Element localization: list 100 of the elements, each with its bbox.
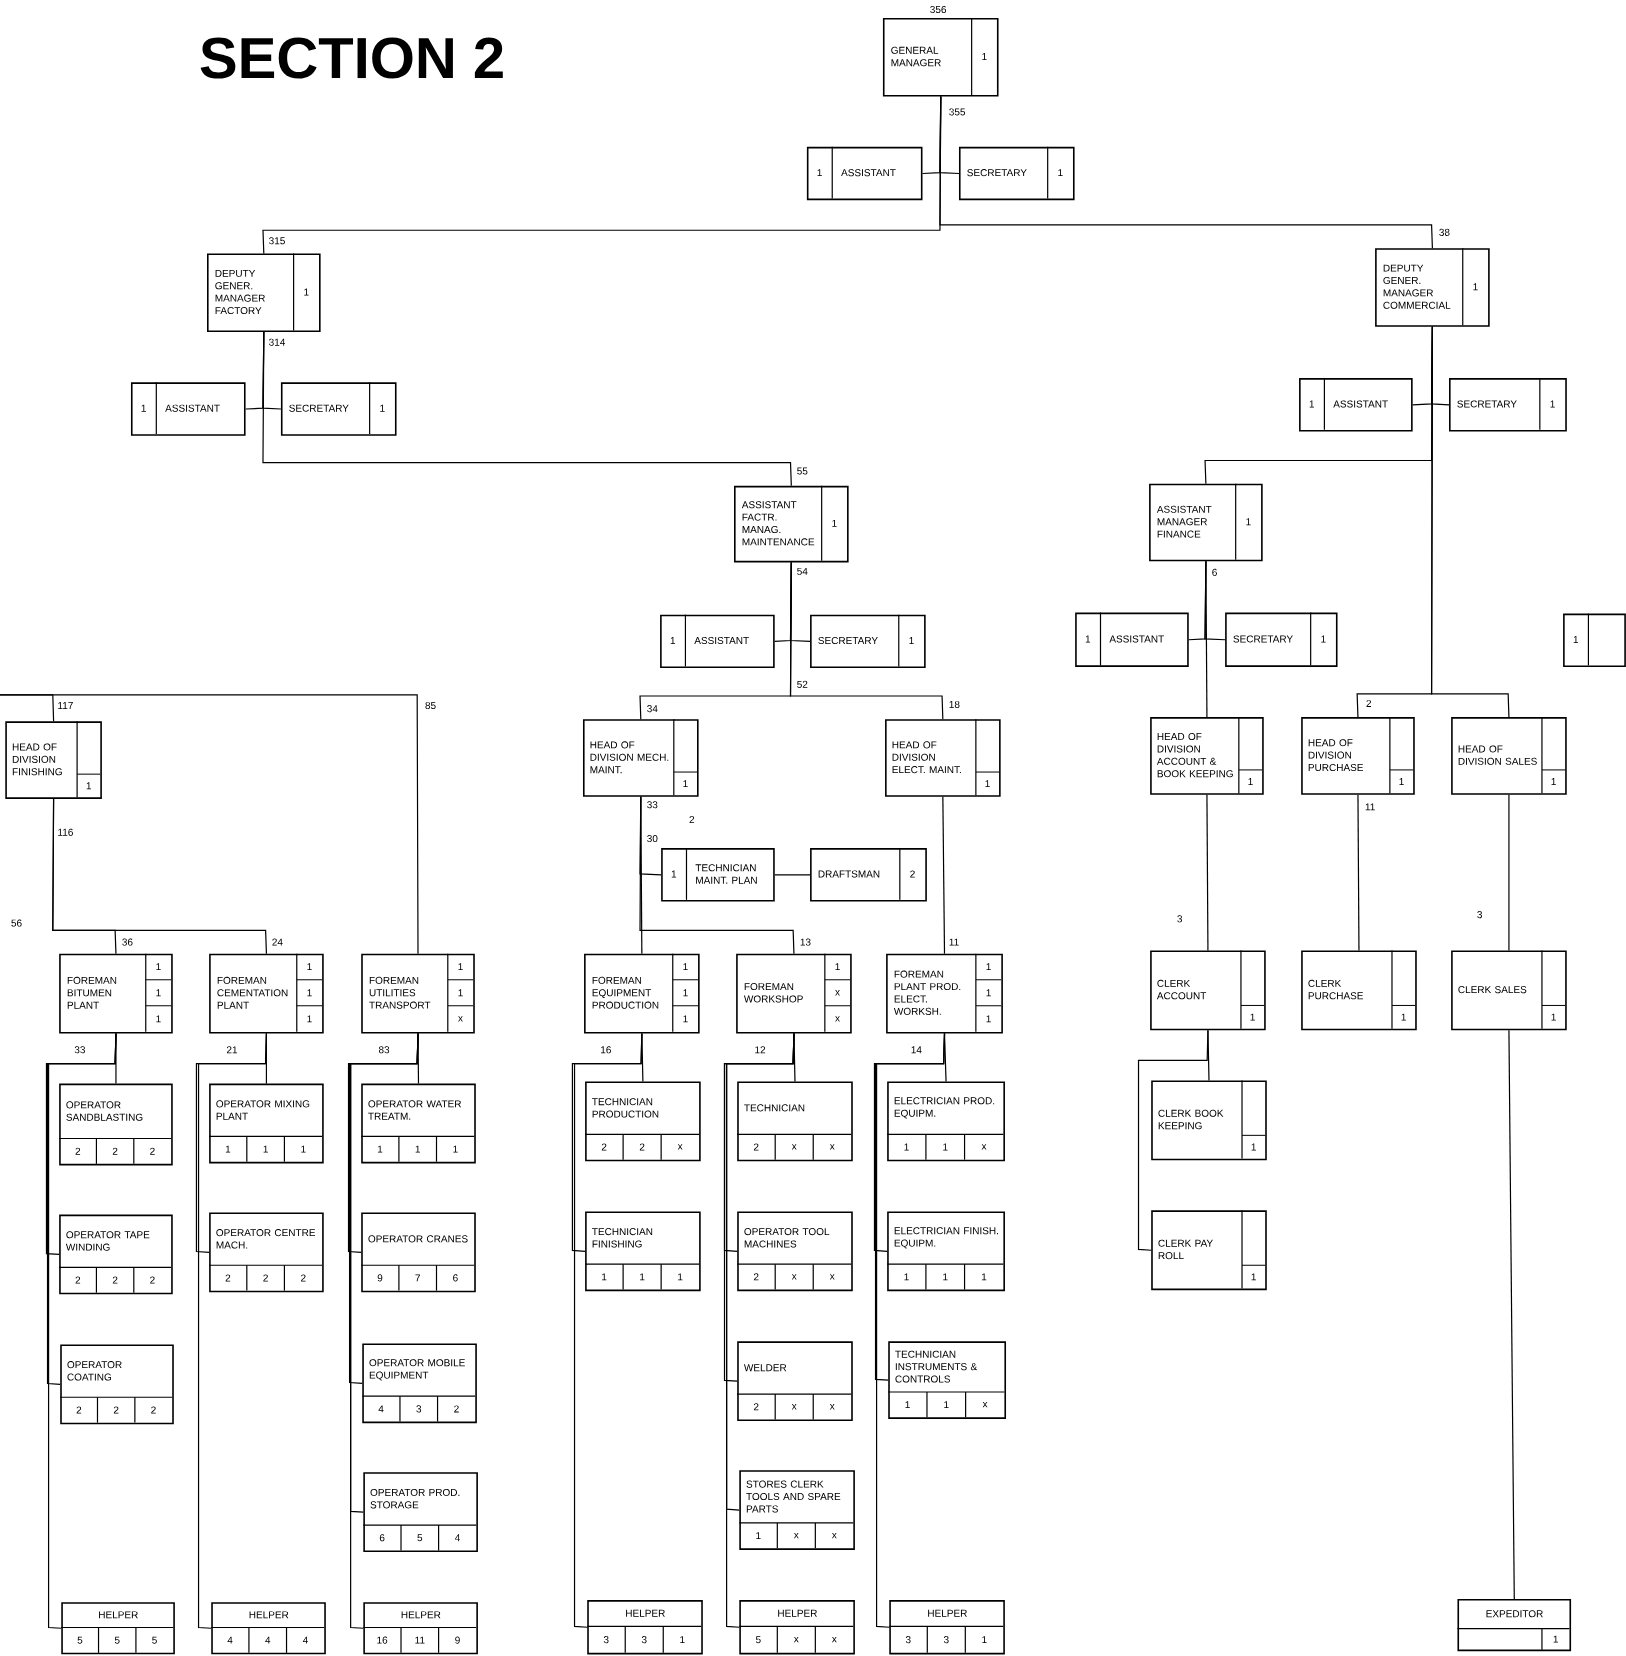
position-box: FOREMAN UTILITIES TRANSPORT 1 1 x bbox=[361, 953, 475, 1034]
count-label: 34 bbox=[646, 705, 658, 713]
position-box: HEAD OF DIVISION ACCOUNT & BOOK KEEPING 1 bbox=[1149, 716, 1264, 795]
count-label: 33 bbox=[74, 1046, 85, 1054]
connector-line bbox=[942, 796, 945, 955]
count-label: 24 bbox=[272, 938, 283, 946]
count-label: 38 bbox=[1439, 228, 1450, 236]
position-box: HELPER 5 x x bbox=[738, 1600, 855, 1655]
count-label: 33 bbox=[646, 801, 658, 809]
connector-line bbox=[773, 874, 811, 876]
count-label: 2 bbox=[1366, 699, 1371, 707]
count-label: 36 bbox=[122, 938, 133, 946]
position-box: ASSISTANT FACTR. MANAG. MAINTENANCE 1 bbox=[733, 485, 849, 563]
connector-line bbox=[939, 95, 1433, 249]
connector-line bbox=[639, 796, 795, 955]
position-box: HEAD OF DIVISION FINISHING 1 bbox=[5, 720, 102, 799]
position-box: FOREMAN WORKSHOP 1 x x bbox=[735, 953, 852, 1034]
position-box: OPERATOR COATING 2 2 2 bbox=[59, 1344, 174, 1425]
position-box: 1 ASSISTANT bbox=[1074, 611, 1189, 667]
count-label: 13 bbox=[800, 938, 811, 946]
position-box: 1 TECHNICIAN MAINT. PLAN bbox=[660, 847, 775, 902]
position-box: TECHNICIAN FINISHING 1 1 1 bbox=[584, 1211, 701, 1292]
count-label: 52 bbox=[796, 680, 808, 688]
count-label: 12 bbox=[755, 1046, 765, 1054]
position-box: FOREMAN BITUMEN PLANT 1 1 1 bbox=[58, 953, 173, 1034]
position-box: SECRETARY 1 bbox=[280, 381, 397, 436]
count-label: 314 bbox=[268, 338, 285, 346]
position-box: HEAD OF DIVISION ELECT. MAINT. 1 bbox=[884, 718, 1001, 797]
connector-line bbox=[262, 331, 792, 487]
count-label: 56 bbox=[11, 919, 22, 927]
position-box: HELPER 16 11 9 bbox=[362, 1602, 478, 1655]
position-box: OPERATOR PROD. STORAGE 6 5 4 bbox=[362, 1472, 478, 1553]
count-label: 14 bbox=[911, 1046, 922, 1054]
count-label: 55 bbox=[796, 467, 808, 475]
connector-line bbox=[349, 1032, 419, 1629]
connector-line bbox=[1508, 794, 1510, 952]
count-label: 11 bbox=[1365, 803, 1375, 811]
section-title: SECTION 2 bbox=[200, 37, 503, 79]
position-box: SECRETARY 1 bbox=[1224, 611, 1338, 667]
position-box: 1 ASSISTANT bbox=[659, 614, 775, 669]
position-box: HEAD OF DIVISION MECH. MAINT. 1 bbox=[582, 718, 699, 797]
connector-line bbox=[573, 1032, 643, 1628]
position-box: CLERK PAY ROLL 1 bbox=[1151, 1209, 1267, 1291]
connector-line bbox=[1205, 560, 1208, 718]
count-label: 83 bbox=[378, 1046, 389, 1054]
connector-line bbox=[1137, 1029, 1209, 1251]
position-box: GENERAL MANAGER 1 bbox=[882, 17, 999, 97]
position-box: HELPER 3 3 1 bbox=[888, 1600, 1005, 1655]
position-box: OPERATOR SANDBLASTING 2 2 2 bbox=[58, 1083, 173, 1166]
count-label: 3 bbox=[1477, 911, 1482, 919]
position-box: OPERATOR MIXING PLANT 1 1 1 bbox=[208, 1083, 324, 1164]
position-box: 1 ASSISTANT bbox=[806, 146, 923, 201]
position-box: STORES CLERK TOOLS AND SPARE PARTS 1 x x bbox=[738, 1470, 855, 1550]
position-box: DEPUTY GENER. MANAGER FACTORY 1 bbox=[206, 252, 321, 333]
position-box: CLERK PURCHASE 1 bbox=[1300, 949, 1417, 1031]
position-box: EXPEDITOR 1 bbox=[1456, 1599, 1571, 1652]
position-box: 1 bbox=[1562, 613, 1626, 667]
position-box: HEAD OF DIVISION PURCHASE 1 bbox=[1300, 716, 1415, 795]
position-box: HELPER 5 5 5 bbox=[60, 1602, 175, 1655]
position-box: FOREMAN CEMENTATION PLANT 1 1 1 bbox=[208, 953, 324, 1034]
position-box: SECRETARY 1 bbox=[1448, 377, 1567, 432]
position-box: DRAFTSMAN 2 bbox=[809, 847, 927, 902]
count-label: 6 bbox=[1212, 568, 1217, 576]
count-label: 11 bbox=[949, 938, 959, 946]
connector-line bbox=[0, 694, 419, 955]
count-label: 18 bbox=[949, 700, 960, 708]
connector-line bbox=[1508, 1029, 1515, 1600]
position-box: CLERK SALES 1 bbox=[1450, 949, 1567, 1031]
position-box: ELECTRICIAN PROD. EQUIPM. 1 1 x bbox=[886, 1081, 1005, 1162]
position-box: HELPER 4 4 4 bbox=[210, 1602, 326, 1655]
position-box: SECRETARY 1 bbox=[958, 146, 1075, 201]
position-box: CLERK BOOK KEEPING 1 bbox=[1151, 1079, 1267, 1161]
count-label: 16 bbox=[600, 1046, 611, 1054]
connector-line bbox=[47, 1032, 117, 1629]
position-box: TECHNICIAN PRODUCTION 2 2 x bbox=[584, 1081, 701, 1162]
count-label: 315 bbox=[268, 237, 285, 245]
count-label: 54 bbox=[796, 567, 808, 575]
connector-line bbox=[197, 1032, 267, 1629]
position-box: HELPER 3 3 1 bbox=[586, 1600, 703, 1655]
count-label: 30 bbox=[646, 835, 658, 843]
count-label: 116 bbox=[58, 828, 73, 836]
position-box: 1 ASSISTANT bbox=[130, 381, 246, 436]
position-box: OPERATOR CRANES 9 7 6 bbox=[360, 1212, 476, 1293]
connector-line bbox=[52, 798, 267, 955]
count-label: 21 bbox=[226, 1046, 237, 1054]
connector-line bbox=[1206, 794, 1209, 952]
count-label: 3 bbox=[1177, 915, 1182, 923]
connector-line bbox=[641, 1032, 644, 1083]
position-box: CLERK ACCOUNT 1 bbox=[1149, 949, 1266, 1031]
position-box: OPERATOR TAPE WINDING 2 2 2 bbox=[58, 1214, 173, 1295]
position-box: HEAD OF DIVISION SALES 1 bbox=[1450, 716, 1567, 795]
position-box: DEPUTY GENER. MANAGER COMMERCIAL 1 bbox=[1374, 247, 1490, 327]
position-box: ASSISTANT MANAGER FINANCE 1 bbox=[1148, 483, 1263, 562]
position-box: SECRETARY 1 bbox=[809, 614, 926, 669]
connector-line bbox=[725, 1032, 795, 1628]
position-box: OPERATOR WATER TREATM. 1 1 1 bbox=[360, 1083, 476, 1164]
position-box: FOREMAN PLANT PROD. ELECT. WORKSH. 1 1 1 bbox=[885, 953, 1003, 1034]
connector-line bbox=[875, 1032, 945, 1628]
position-box: ELECTRICIAN FINISH. EQUIPM. 1 1 1 bbox=[886, 1211, 1005, 1292]
connector-line bbox=[1430, 326, 1510, 718]
